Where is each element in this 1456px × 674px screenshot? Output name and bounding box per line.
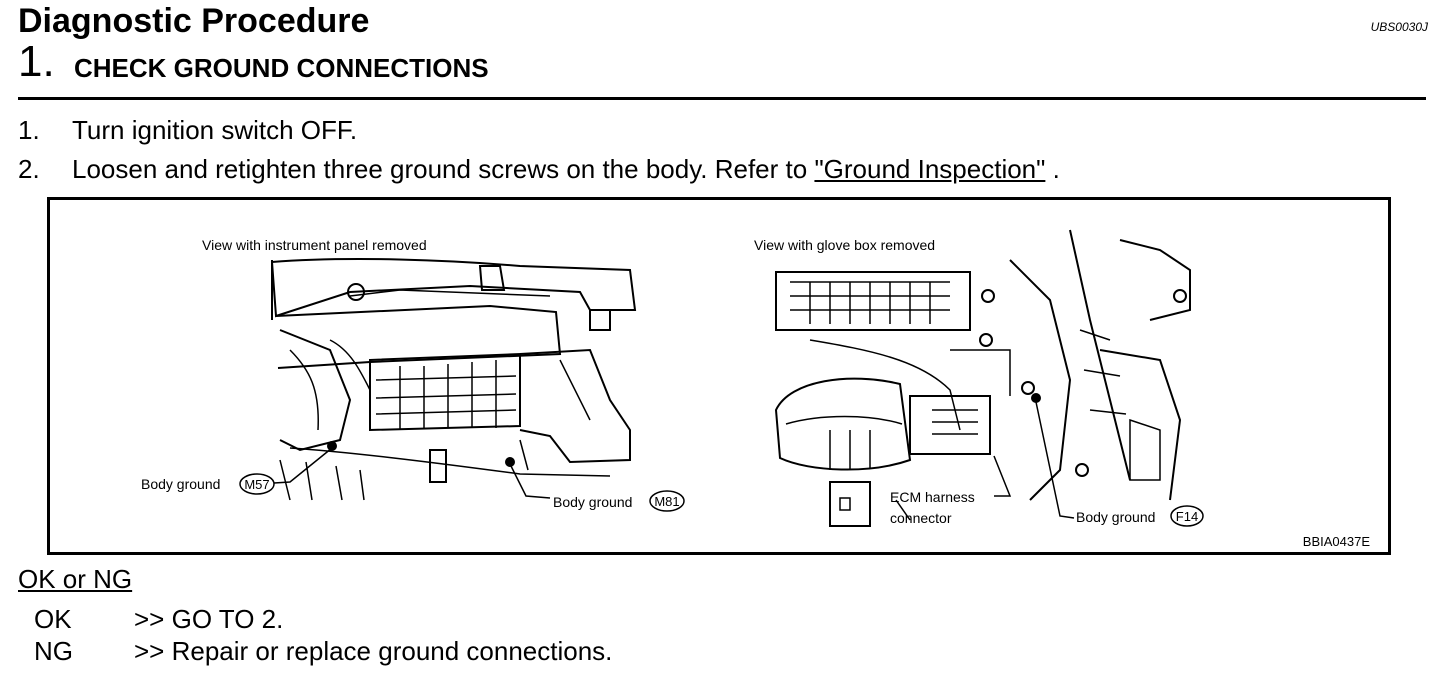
body-ground-m81-badge [649,490,685,512]
left-leader-lines [273,447,551,499]
ecm-label-line1: ECM harness [890,489,975,505]
ecm-label-line2: connector [890,510,952,526]
step-number-value: 1 [18,37,43,86]
result-ng-label: NG [34,636,73,666]
body-ground-m57-code: M57 [244,477,269,492]
result-ok-text: >> GO TO 2. [134,604,284,634]
body-ground-f14-badge [1170,505,1204,527]
body-ground-m57-label: Body ground [141,476,220,492]
body-ground-m81-label: Body ground [553,494,632,510]
right-caption: View with glove box removed [754,237,935,253]
document-code: UBS0030J [1370,20,1428,34]
result-heading: OK or NG [18,564,133,594]
ground-inspection-link[interactable]: "Ground Inspection" [814,154,1046,184]
header-divider [18,97,1426,100]
body-ground-f14-code: F14 [1176,509,1198,524]
figure-diagram: View with instrument panel removed View … [47,197,1391,555]
page-title: Diagnostic Procedure [18,2,370,40]
left-caption: View with instrument panel removed [202,237,427,253]
result-ok-label: OK [34,604,72,634]
body-ground-m57-badge [239,473,275,495]
instruction-text-after: . [1045,154,1060,184]
instruction-text-before: Loosen and retighten three ground screws… [72,154,815,184]
step-number-dot: . [42,37,55,86]
body-ground-f14-label: Body ground [1076,509,1155,525]
instruction-number: 2. [18,154,40,184]
instruction-text: Turn ignition switch OFF. [72,115,358,145]
figure-illustration: View with instrument panel removed View … [141,229,1371,549]
instruction-number: 1. [18,115,40,145]
figure-id: BBIA0437E [1303,534,1371,549]
step-title: CHECK GROUND CONNECTIONS [74,53,489,83]
body-ground-m81-code: M81 [654,494,679,509]
step-number: 1. [18,38,55,86]
right-illustration [774,229,1191,527]
result-ng-text: >> Repair or replace ground connections. [134,636,613,666]
right-leader-lines [993,401,1075,519]
left-illustration [270,258,637,501]
instruction-text: Loosen and retighten three ground screws… [72,154,1060,184]
